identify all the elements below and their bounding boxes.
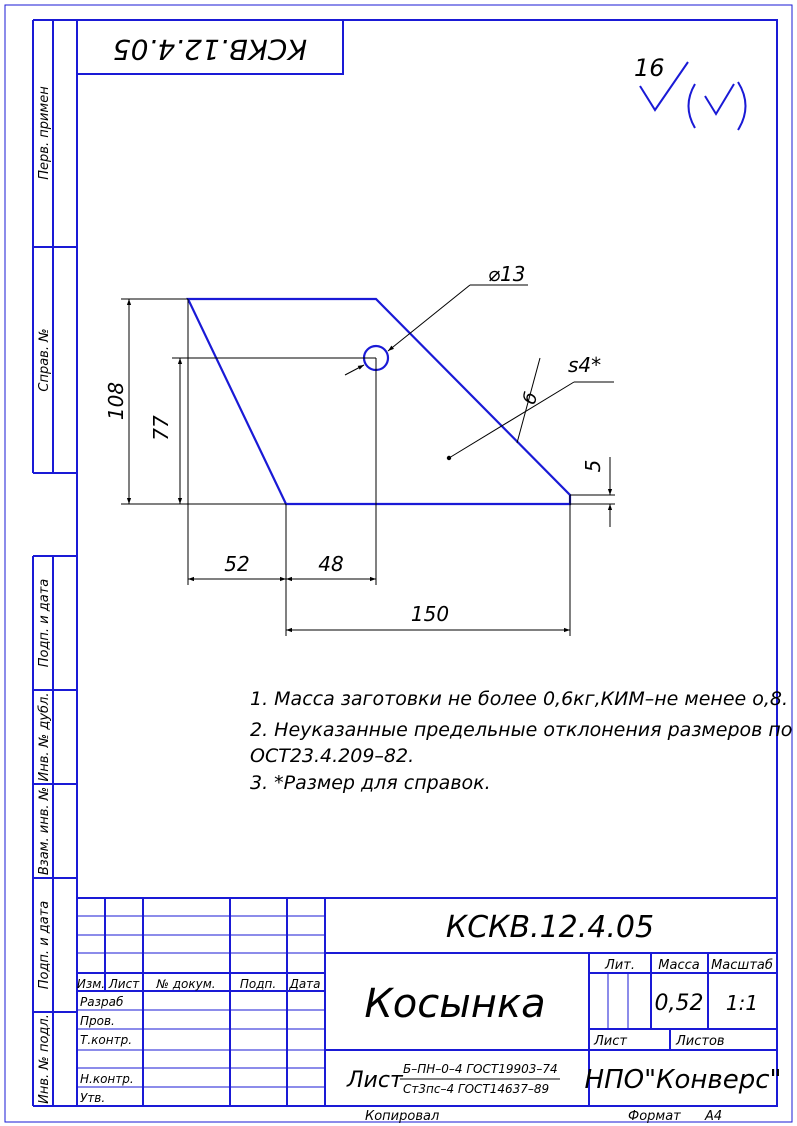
tb-material-label: Лист: [346, 1068, 404, 1093]
label-inv-dubl: Инв. № дубл.: [37, 693, 52, 782]
thickness-leader: [448, 381, 575, 459]
tb-header-data: Дата: [288, 977, 320, 991]
title-block: [77, 897, 777, 1106]
dim-48: 48: [318, 552, 343, 576]
tb-mass-label: Масса: [658, 958, 699, 973]
note-3: 3. *Размер для справок.: [250, 772, 491, 794]
frame: [4, 4, 793, 1123]
tb-role-utv: Утв.: [80, 1091, 105, 1105]
footer-format-value: А4: [704, 1109, 722, 1124]
tb-role-nkontr: Н.контр.: [80, 1072, 134, 1086]
tb-header-list: Лист: [108, 977, 140, 991]
roughness-symbol: [639, 61, 747, 131]
tb-mass-value: 0,52: [655, 991, 704, 1016]
section-line: [516, 357, 541, 444]
label-sprav-no: Справ. №: [37, 328, 52, 391]
dim-thickness: s4*: [568, 353, 601, 377]
footer-format-label: Формат: [628, 1109, 681, 1124]
stamp-box: [76, 19, 344, 75]
footer-copied: Копировал: [365, 1109, 439, 1124]
label-podp-data-1: Подп. и дата: [37, 579, 52, 668]
note-1: 1. Масса заготовки не более 0,6кг,КИМ–не…: [250, 688, 788, 710]
tb-header-izm: Изм.: [77, 977, 105, 991]
tb-header-doc: № докум.: [155, 977, 215, 991]
stamp-code-rotated: КСКВ.12.4.05: [113, 33, 307, 66]
roughness-value: 16: [634, 54, 665, 82]
dim-5: 5: [581, 460, 605, 473]
dim-77: 77: [149, 415, 173, 441]
inner-frame: [76, 19, 778, 1107]
tb-sheet-label: Лист: [593, 1034, 627, 1049]
tb-organization: НПО"Конверс": [585, 1065, 782, 1095]
note-2-cont: ОСТ23.4.209–82.: [250, 745, 414, 767]
footer: Копировал Формат А4: [365, 1109, 722, 1124]
left-strip-labels: Перв. примен Справ. № Подп. и дата Инв. …: [37, 86, 52, 1104]
hole-leader-diag: [387, 284, 471, 352]
title-block-thin: [77, 915, 629, 1088]
label-podp-data-2: Подп. и дата: [37, 901, 52, 990]
label-vzam-inv: Взам. инв. №: [37, 787, 52, 875]
technical-notes: 1. Масса заготовки не более 0,6кг,КИМ–не…: [250, 688, 792, 794]
label-inv-podl: Инв. № подл.: [37, 1014, 52, 1104]
outer-frame: [4, 4, 793, 1123]
dimension-texts: 108 77 52 48 150 5 ⌀13 s4* б: [104, 262, 605, 626]
tb-scale-value: 1:1: [726, 991, 758, 1015]
dim-150: 150: [411, 602, 449, 626]
part-outline: [186, 297, 572, 506]
tb-role-prov: Пров.: [80, 1014, 115, 1028]
dim-108: 108: [104, 382, 128, 420]
dim-52: 52: [224, 552, 249, 576]
thickness-leader-dot: [446, 455, 452, 461]
dim-hole-diameter: ⌀13: [488, 262, 526, 286]
tb-code: КСКВ.12.4.05: [446, 910, 654, 945]
title-block-text: КСКВ.12.4.05 Косынка Изм. Лист № докум. …: [77, 910, 782, 1105]
tb-lit-label: Лит.: [604, 958, 635, 973]
tb-role-razrab: Разраб: [80, 995, 124, 1009]
tb-role-tkontr: Т.контр.: [80, 1033, 132, 1047]
note-2: 2. Неуказанные предельные отклонения раз…: [250, 719, 792, 741]
tb-header-podp: Подп.: [240, 977, 276, 991]
tb-name: Косынка: [364, 981, 545, 1027]
label-perv-primen: Перв. примен: [37, 86, 52, 180]
tb-material-top: Б–ПН–0–4 ГОСТ19903–74: [403, 1062, 558, 1076]
tb-sheets-label: Листов: [675, 1034, 725, 1049]
tb-material-bottom: Ст3пс–4 ГОСТ14637–89: [403, 1082, 549, 1096]
dimension-lines: [121, 284, 615, 636]
left-strip: [32, 19, 77, 1107]
tb-scale-label: Масштаб: [711, 958, 773, 973]
hole-leader-tail: [344, 364, 365, 376]
